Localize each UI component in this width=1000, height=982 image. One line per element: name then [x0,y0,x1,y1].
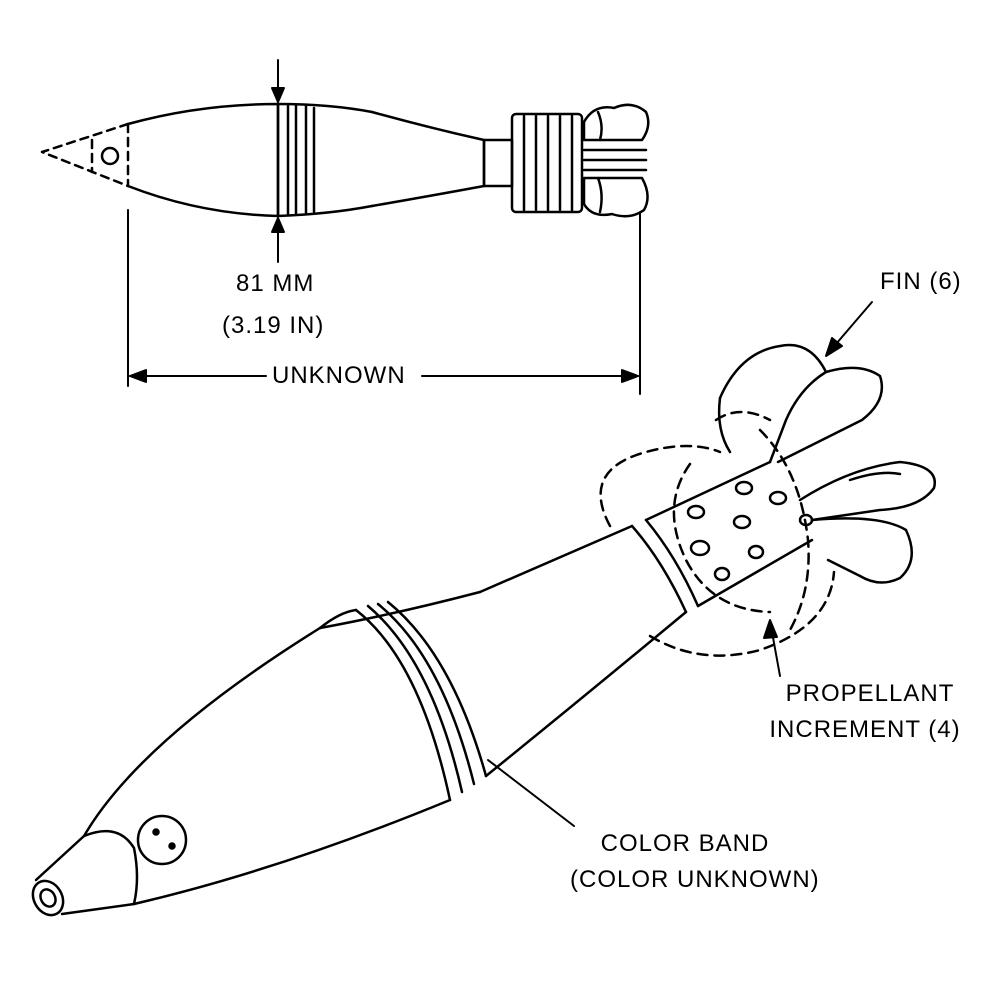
perspective-increments [599,410,836,657]
length-label: UNKNOWN [272,362,406,389]
perspective-view [31,343,937,917]
caliber-dimension [271,59,285,263]
side-view-fins [582,103,650,218]
propellant-label-line2: INCREMENT (4) [769,716,961,743]
perspective-color-band [318,590,488,802]
fin-leader [825,301,873,357]
perspective-fins [717,343,937,584]
caliber-mm-label: 81 MM [236,270,315,297]
length-dimension [127,209,641,395]
side-view-body [126,102,280,218]
side-view-increments [510,112,584,214]
perspective-ogive [82,626,452,906]
propellant-label-line1: PROPELLANT [785,680,955,707]
perspective-fuze [31,829,139,917]
side-view-fuze-dot [100,146,120,166]
fin-label: FIN (6) [880,268,962,295]
perspective-tail-ring [630,518,700,614]
color-band-label-line2: (COLOR UNKNOWN) [570,866,820,893]
perspective-boom [644,460,814,608]
side-view-boom [482,138,514,188]
side-view-fuze-outline [40,122,130,188]
side-view [40,102,650,218]
side-view-tail-cone [370,110,486,208]
perspective-fuze-port [136,814,188,866]
color-band-label-line1: COLOR BAND [600,830,770,857]
perspective-body [478,524,688,778]
color-band-leader [487,759,575,827]
caliber-in-label: (3.19 IN) [222,312,325,339]
side-view-band [276,102,374,218]
propellant-leader [763,619,781,677]
